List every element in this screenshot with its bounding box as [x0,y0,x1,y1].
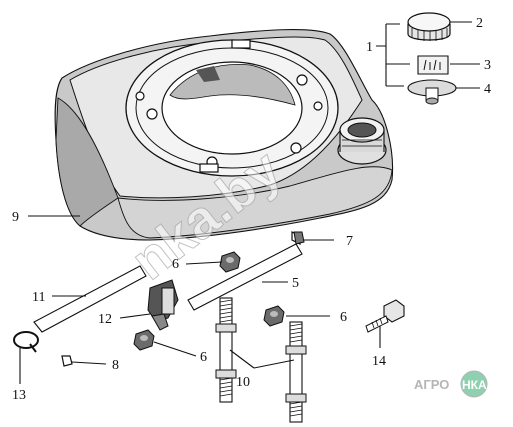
fuel-line-right [187,243,303,311]
fuel-cap [407,12,451,41]
nut-upper [219,251,241,273]
leader-lines [19,21,480,384]
hose-clamp [13,331,39,353]
callout-3: 3 [484,58,491,73]
stud-bolt-right [285,321,307,423]
fuel-strainer [407,79,457,105]
callout-1: 1 [366,40,373,55]
callout-4: 4 [484,82,491,97]
callout-labels: 1 2 3 4 5 6 6 6 7 8 9 10 11 12 13 14 [12,16,491,403]
fuel-cock [147,279,179,331]
callout-10: 10 [236,375,250,390]
callout-7: 7 [346,234,353,249]
tank-fitting [293,231,305,245]
stud-bolt-left [215,297,237,403]
callout-6-upper: 6 [172,257,179,272]
logo-text-left: АГРО [414,377,449,392]
nut-middle [133,329,155,351]
nut-right [263,305,285,327]
logo-text-right: НКА [462,378,487,392]
callout-11: 11 [32,290,45,305]
callout-13: 13 [12,388,26,403]
callout-6-right: 6 [340,310,347,325]
fuel-tank [54,28,394,245]
filler-neck [337,117,387,165]
callout-12: 12 [98,312,112,327]
callout-2: 2 [476,16,483,31]
hex-bolt [365,299,405,333]
callout-5: 5 [292,276,299,291]
fuel-gauge-label [417,55,449,75]
callout-6-lower: 6 [200,350,207,365]
callout-14: 14 [372,354,386,369]
fuel-line-left [33,265,147,333]
small-clip [61,355,73,367]
agronka-logo: АГРО НКА [414,370,488,398]
callout-9: 9 [12,210,19,225]
callout-8: 8 [112,358,119,373]
